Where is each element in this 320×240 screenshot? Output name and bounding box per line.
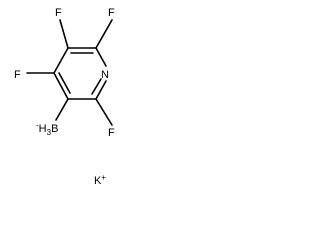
bond-c3-c4 [53, 72, 69, 100]
bond-c2-f [95, 98, 113, 126]
bond-n-c2 [95, 80, 107, 100]
bond-c5-f [59, 19, 69, 49]
atom-fluorine-top-left: F [55, 7, 62, 19]
atom-fluorine-top-right: F [108, 7, 115, 19]
atom-nitrogen: N [101, 69, 109, 81]
atom-fluorine-right: F [108, 127, 115, 139]
boron-charge: - [36, 121, 39, 130]
atom-fluorine-left: F [14, 69, 21, 81]
bond-c6-n [95, 47, 107, 67]
bond-c4-c5 [53, 47, 69, 74]
boron-atom: B [51, 123, 58, 135]
bond-c3-c4-double [58, 72, 71, 94]
bond-c3-b [55, 98, 69, 121]
boron-hydrogen-count: 3 [47, 128, 52, 137]
boron-group-label: -H3B [36, 121, 58, 137]
potassium-charge: + [101, 173, 106, 182]
potassium-symbol: K [94, 175, 102, 187]
bond-c6-f [95, 19, 113, 49]
boron-hydrogen: H [39, 123, 47, 135]
bond-n-c2-double [91, 78, 102, 95]
chemical-structure: F F F N F -H3B K+ [14, 7, 115, 187]
counterion-label: K+ [94, 173, 106, 187]
